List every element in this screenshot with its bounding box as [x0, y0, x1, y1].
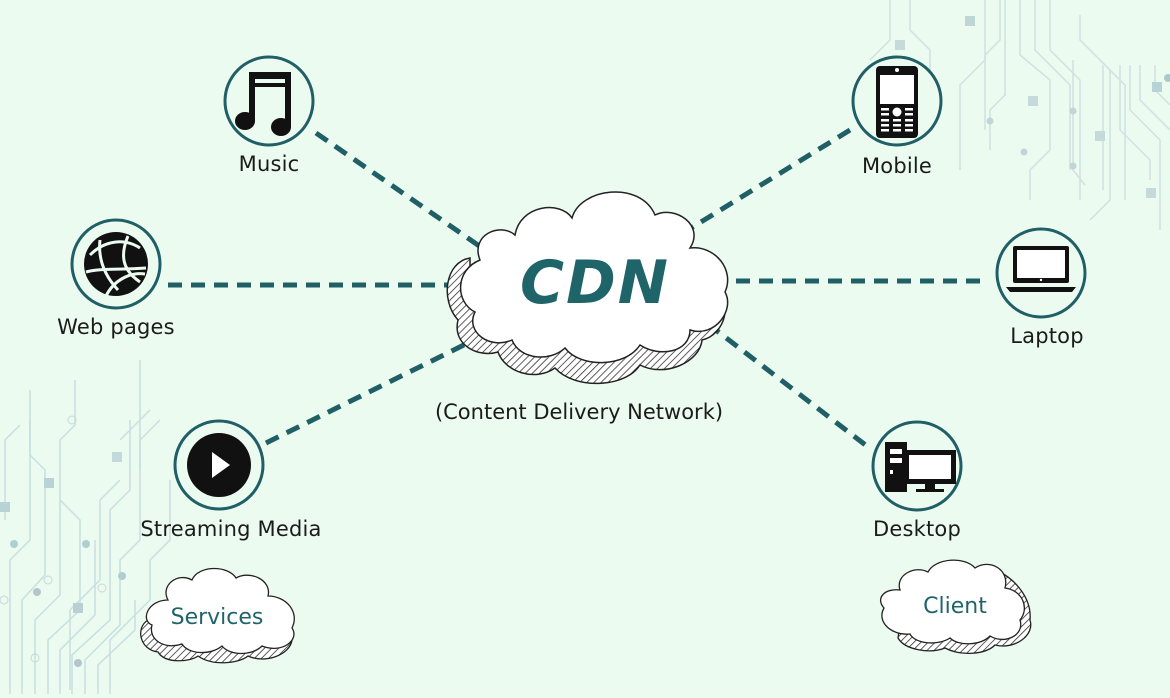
cdn-cloud-body: [459, 191, 729, 364]
cdn-title: CDN: [519, 248, 671, 318]
connector-desktop: [706, 322, 874, 452]
globe-icon: [84, 232, 148, 297]
services-group-label: Services: [170, 605, 264, 630]
music-note-icon: [235, 72, 291, 136]
connector-music: [314, 130, 490, 255]
mobile-phone-icon: [876, 66, 918, 138]
client-group-label: Client: [923, 594, 987, 619]
desktop-label: Desktop: [872, 517, 962, 541]
laptop-label: Laptop: [1010, 324, 1084, 348]
client-cloud: [879, 559, 1032, 654]
cdn-subtitle: (Content Delivery Network): [434, 400, 724, 424]
circuit-nodes-right: [895, 16, 1170, 198]
circuit-decoration-left: [4, 360, 171, 694]
streaming-media-label: Streaming Media: [140, 517, 322, 541]
music-label: Music: [238, 152, 300, 176]
connectors: [168, 127, 986, 452]
cdn-cloud: [446, 191, 729, 385]
connector-streaming-media: [264, 335, 480, 446]
laptop-icon: [1006, 246, 1076, 292]
desktop-computer-icon: [885, 442, 956, 492]
circuit-decoration-right: [869, 0, 1170, 230]
play-icon: [187, 433, 251, 497]
mobile-label: Mobile: [861, 154, 933, 178]
connector-mobile: [686, 127, 852, 233]
music-node-ring: [223, 55, 315, 147]
services-cloud: [140, 567, 295, 664]
web-pages-label: Web pages: [57, 315, 175, 339]
circuit-nodes-left: [0, 415, 126, 667]
